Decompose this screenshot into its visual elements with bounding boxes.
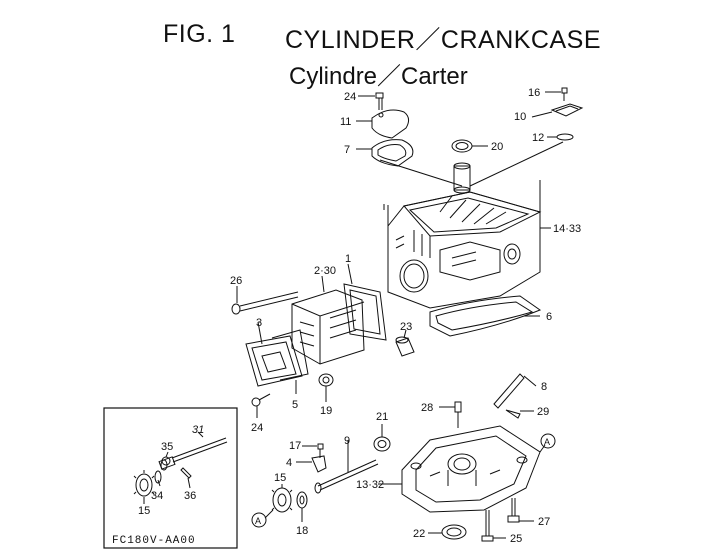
callout-9: 9: [344, 435, 350, 447]
head-gasket-part: [343, 283, 387, 341]
callout-26: 26: [230, 275, 242, 287]
crankcase-group: [373, 373, 546, 542]
figure-main-title: CYLINDER／CRANKCASE: [285, 26, 602, 54]
callout-8: 8: [541, 381, 547, 393]
bottom-seal-part: [441, 524, 467, 540]
cover-bolt-part: [251, 397, 261, 407]
callout-22: 22: [413, 528, 425, 540]
lock-plate-part: [311, 455, 327, 473]
cylinder-block-part: [379, 141, 564, 309]
dowel-part: [454, 401, 462, 413]
callout-3: 3: [256, 317, 262, 329]
callout-13-32: 13·32: [356, 479, 384, 491]
callout-2-30: 2·30: [314, 265, 336, 277]
inset-washer-part: [154, 470, 162, 484]
callout-15-inset: 15: [138, 505, 150, 517]
cam-gear-part: [272, 487, 292, 513]
callout-24-top: 24: [344, 91, 356, 103]
callout-24-bottom: 24: [251, 422, 263, 434]
callout-4: 4: [286, 457, 292, 469]
callout-16: 16: [528, 87, 540, 99]
oil-seal-part: [451, 139, 473, 153]
callout-34: 34: [151, 490, 163, 502]
camshaft-group: [264, 440, 379, 522]
callout-19: 19: [320, 405, 332, 417]
callout-21: 21: [376, 411, 388, 423]
inset-gear-part: [133, 470, 155, 500]
rocker-cover-part: [245, 335, 303, 387]
callout-35: 35: [161, 441, 173, 453]
side-bolt-part: [507, 515, 520, 523]
callout-28: 28: [421, 402, 433, 414]
callout-36: 36: [184, 490, 196, 502]
callout-11: 11: [340, 116, 351, 128]
screw-part: [561, 87, 568, 94]
callout-labels: 24 11 7 20 16 10 12 14·33 1 2·30 26 3 6 …: [112, 87, 581, 547]
cam-washer-part: [296, 491, 308, 509]
reference-marker-a-right: A: [540, 433, 556, 449]
marker-a-right-text: A: [544, 437, 550, 447]
figure-subtitle-text: Cylindre／Carter: [289, 63, 468, 90]
valve-plate-part: [550, 103, 584, 117]
callout-17: 17: [289, 440, 301, 452]
callout-10: 10: [514, 111, 526, 123]
callout-14-33: 14·33: [553, 223, 581, 235]
upper-cover-group: [356, 92, 488, 167]
callout-23: 23: [400, 321, 412, 333]
callout-1: 1: [345, 253, 351, 265]
base-gasket-part: [429, 295, 542, 337]
head-bolt-part: [231, 303, 241, 315]
breather-gasket-part: [371, 139, 414, 167]
inset-box: [103, 407, 238, 549]
figure-number: FIG. 1: [163, 20, 236, 48]
lock-screw-part: [317, 443, 324, 450]
callout-5: 5: [292, 399, 298, 411]
crankcase-part: [401, 425, 541, 513]
callout-18: 18: [296, 525, 308, 537]
callout-15-cam: 15: [274, 472, 286, 484]
crankcase-bolt-part: [481, 535, 494, 542]
callout-31: 31: [192, 424, 204, 436]
reference-marker-a-left: A: [251, 512, 267, 528]
push-rod-part: [493, 373, 525, 409]
callout-29: 29: [537, 406, 549, 418]
o-ring-part: [556, 133, 574, 141]
inset-key-part: [180, 467, 192, 479]
callout-7: 7: [344, 144, 350, 156]
callout-27: 27: [538, 516, 550, 528]
callout-12: 12: [532, 132, 544, 144]
bolt-part: [375, 92, 384, 99]
callout-6: 6: [546, 311, 552, 323]
head-body-part: [291, 289, 365, 365]
crank-seal-part: [373, 436, 391, 452]
cover-gasket-part: [271, 329, 309, 381]
callout-25: 25: [510, 533, 522, 545]
breather-cover-part: [371, 109, 410, 139]
reed-valve-group: [531, 87, 584, 141]
drawing-code: FC180V-AA00: [112, 535, 196, 547]
pipe-part: [395, 337, 415, 357]
callout-20: 20: [491, 141, 503, 153]
marker-a-left-text: A: [255, 516, 261, 526]
cotter-pin-part: [505, 409, 521, 419]
cylinder-head-group: [231, 263, 415, 418]
bushing-part: [318, 373, 334, 387]
